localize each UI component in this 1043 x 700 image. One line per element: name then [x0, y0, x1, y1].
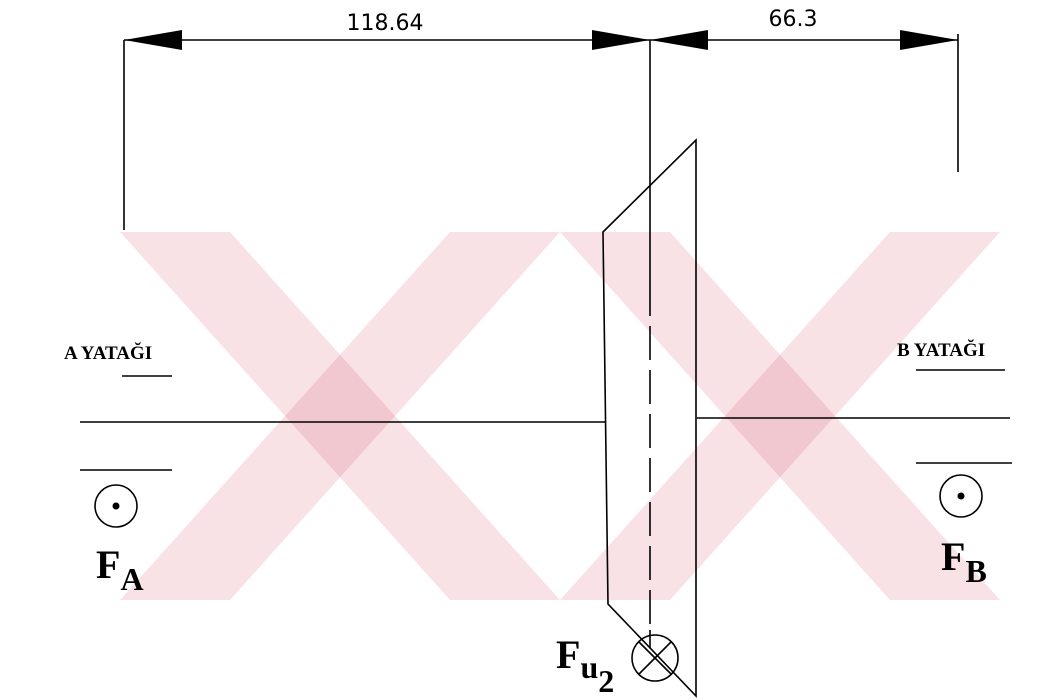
arrow-right-start: [650, 30, 708, 50]
force-u2: Fu2: [556, 632, 679, 699]
watermark: [120, 232, 1000, 600]
bearing-b: B YATAĞI FB: [897, 339, 1012, 589]
force-u2-label: Fu2: [556, 632, 614, 699]
dimension-left-label: 118.64: [347, 11, 424, 36]
arrow-right-end: [900, 30, 958, 50]
force-u2-cross-line-2: [638, 641, 672, 675]
force-b-dot-icon: [939, 474, 983, 518]
dimension-right-label: 66.3: [769, 7, 818, 32]
force-a-dot-center: [112, 502, 120, 510]
force-u2-cross-icon: [631, 634, 679, 682]
helical-gear: [602, 138, 697, 698]
force-b-dot-center: [957, 492, 965, 500]
force-a-label: FA: [96, 542, 144, 597]
bearing-a: A YATAĞI FA: [64, 342, 172, 597]
dimension-lines: [123, 30, 959, 230]
bearing-a-label: A YATAĞI: [64, 342, 152, 364]
arrow-left-end: [592, 30, 650, 50]
bearing-b-label: B YATAĞI: [897, 339, 985, 361]
force-b-label: FB: [941, 534, 987, 589]
force-a-dot-icon: [94, 484, 138, 528]
arrow-left-start: [124, 30, 182, 50]
